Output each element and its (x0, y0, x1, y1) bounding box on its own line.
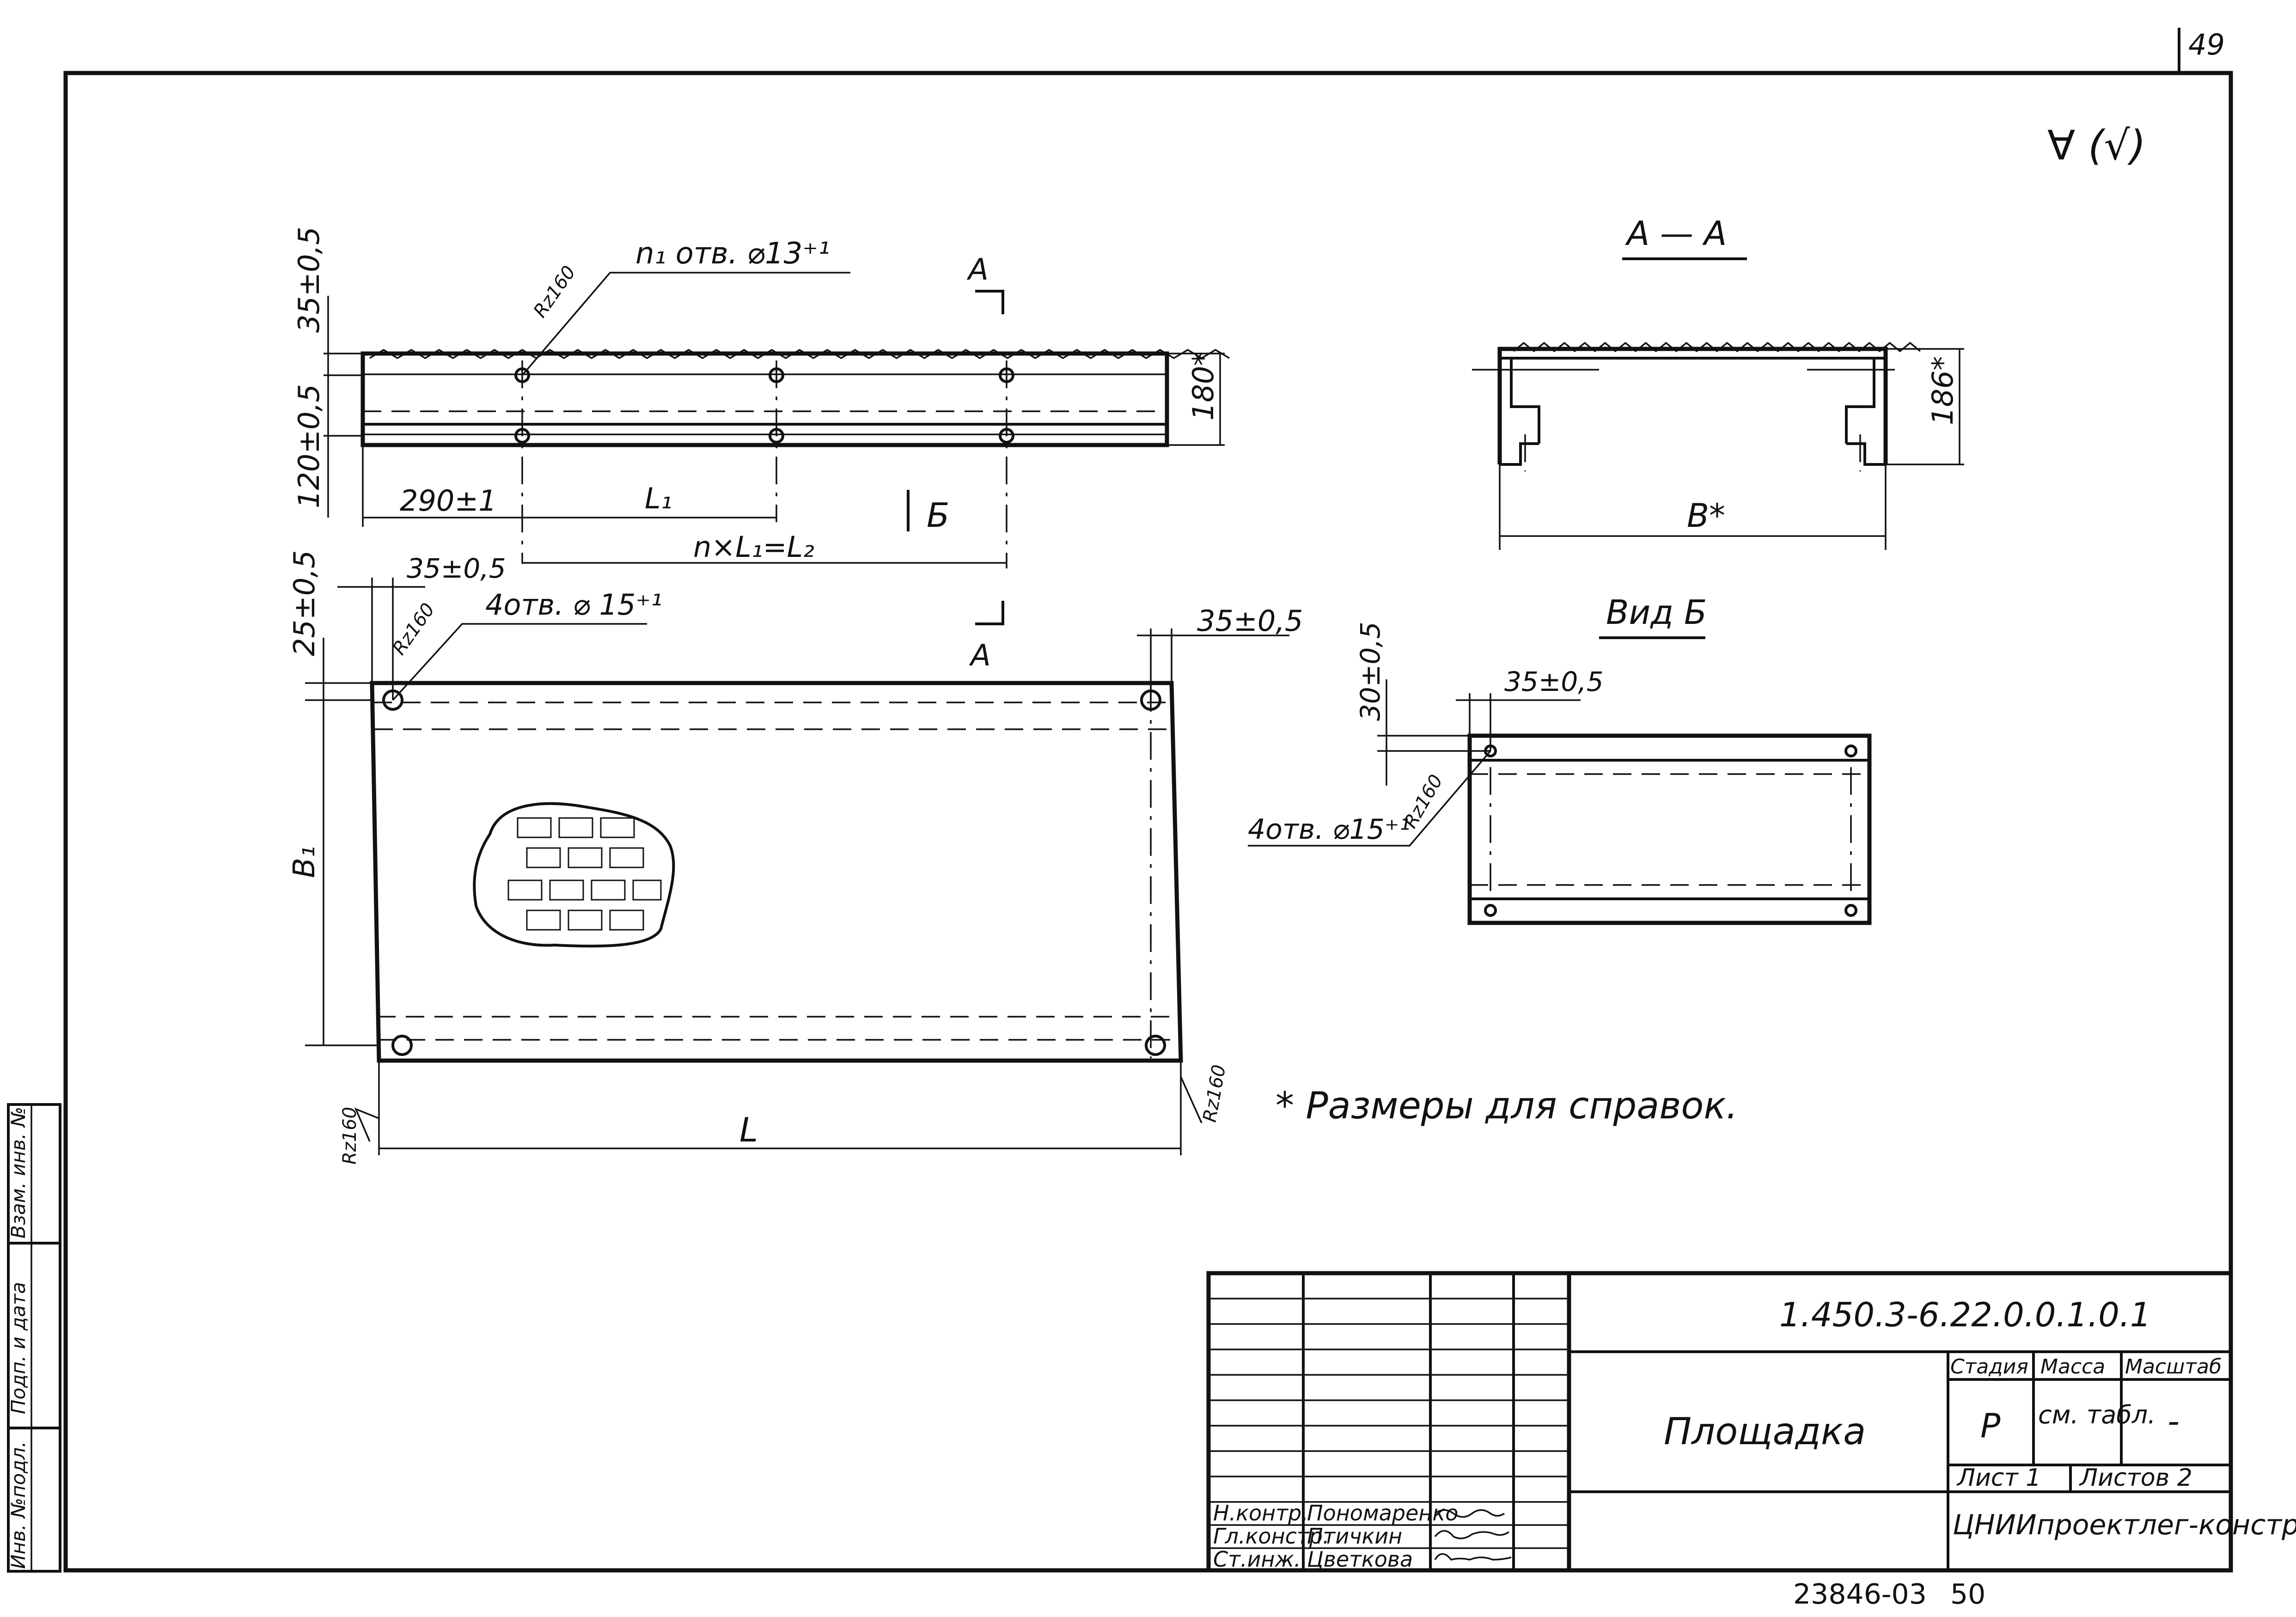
side-section-mark-top: A (966, 253, 989, 287)
side-dim-first-hole: 290±1 (400, 484, 497, 518)
side-dim-total: n×L₁=L₂ (693, 530, 814, 564)
stamp-inv-original: Инв. №подл. (7, 1441, 30, 1569)
title-name: Площадка (1664, 1410, 1866, 1453)
title-designation: 1.450.3-6.22.0.0.1.0.1 (1779, 1295, 2151, 1334)
plan-hole-callout: 4отв. ⌀ 15⁺¹ (485, 588, 662, 622)
title-scale: - (2168, 1402, 2180, 1440)
side-dim-height-ref: 180* (1186, 352, 1220, 421)
plan-dim-width: B₁ (287, 846, 322, 878)
plan-section-mark: A (969, 639, 991, 673)
corner-number: 49 (2188, 28, 2225, 61)
reference-note: * Размеры для справок. (1276, 1084, 1738, 1127)
title-sheets: Листов 2 (2079, 1464, 2192, 1492)
title-header-scale: Масштаб (2125, 1355, 2222, 1379)
plan-dim-left: 35±0,5 (407, 553, 506, 584)
title-header-stage: Стадия (1950, 1355, 2028, 1379)
stamp-signature-date: Подп. и дата (7, 1282, 30, 1414)
footer-number: 23846-03 (1793, 1578, 1927, 1611)
view-b-roughness: Rz160 (1400, 771, 1447, 832)
footer-page: 50 (1950, 1578, 1985, 1611)
section-title: A — A (1625, 214, 1727, 253)
title-organization: ЦНИИпроектлег-конструкция (1953, 1509, 2296, 1541)
left-stamp: Инв. №подл. Подп. и дата Взам. инв. № (7, 1103, 61, 1573)
section-dim-height: 186* (1926, 356, 1960, 425)
plan-dim-length: L (739, 1111, 758, 1149)
role-engineer-name: Цветкова (1307, 1547, 1413, 1572)
plan-dim-top: 25±0,5 (287, 550, 321, 656)
role-chief-name: Птичкин (1307, 1524, 1402, 1549)
title-block (1206, 1271, 2233, 1573)
plan-view (305, 578, 1289, 1155)
view-b (1248, 679, 1872, 925)
side-dim-pitch: L₁ (645, 482, 672, 515)
side-view-arrow: Б (927, 496, 949, 535)
view-b-title: Вид Б (1606, 593, 1707, 632)
plan-roughness-bottom-left: Rz160 (339, 1107, 360, 1165)
title-mass: см. табл. (2038, 1400, 2156, 1429)
plan-roughness-bottom-right: Rz160 (1199, 1063, 1230, 1124)
side-dim-top-edge: 35±0,5 (292, 227, 326, 333)
role-chief: Гл.констр. (1213, 1524, 1330, 1549)
plan-dim-right: 35±0,5 (1197, 604, 1303, 638)
side-view (324, 272, 1230, 625)
view-b-hole-callout: 4отв. ⌀15⁺¹ (1248, 813, 1411, 846)
stamp-replacement-inv: Взам. инв. № (7, 1107, 30, 1239)
title-stage: Р (1980, 1406, 2001, 1445)
role-engineer: Ст.инж. (1213, 1547, 1301, 1572)
title-header-mass: Масса (2040, 1355, 2105, 1379)
side-dim-row-spacing: 120±0,5 (292, 384, 326, 508)
side-roughness: Rz160 (530, 262, 580, 322)
side-hole-callout: n₁ отв. ⌀13⁺¹ (635, 237, 830, 271)
view-b-dim-left: 35±0,5 (1504, 666, 1604, 697)
roughness-mark: ∀ (√) (2047, 122, 2146, 169)
drawing-frame (63, 28, 2233, 1573)
role-control: Н.контр. (1213, 1501, 1308, 1525)
plan-roughness: Rz160 (389, 599, 439, 659)
title-sheet: Лист 1 (1956, 1464, 2041, 1492)
section-aa (1472, 342, 1964, 550)
role-control-name: Пономаренко (1307, 1501, 1458, 1525)
section-dim-width: B* (1687, 497, 1725, 535)
view-b-dim-top: 30±0,5 (1355, 622, 1386, 721)
